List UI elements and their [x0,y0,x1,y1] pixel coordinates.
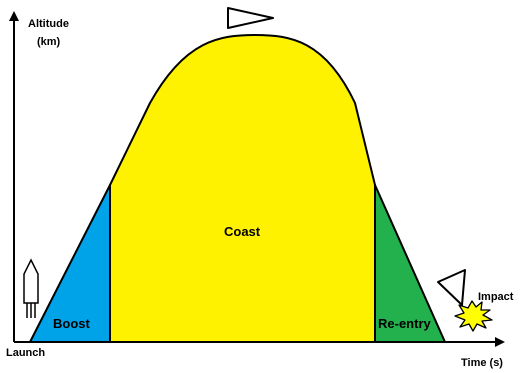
descending-warhead-icon [437,269,466,306]
impact-flash-icon [454,300,493,332]
x-axis-label: Time (s) [461,357,503,369]
coast-region [109,34,376,343]
boost-label: Boost [53,316,91,331]
coast-label: Coast [224,224,261,239]
reentry-label: Re-entry [378,316,432,331]
y-axis-label-line1: Altitude [28,18,69,30]
launch-label: Launch [6,347,45,359]
impact-label: Impact [478,291,514,303]
y-axis-label-line2: (km) [37,36,61,48]
rocket-icon [23,258,39,318]
apogee-warhead-icon [227,7,274,29]
